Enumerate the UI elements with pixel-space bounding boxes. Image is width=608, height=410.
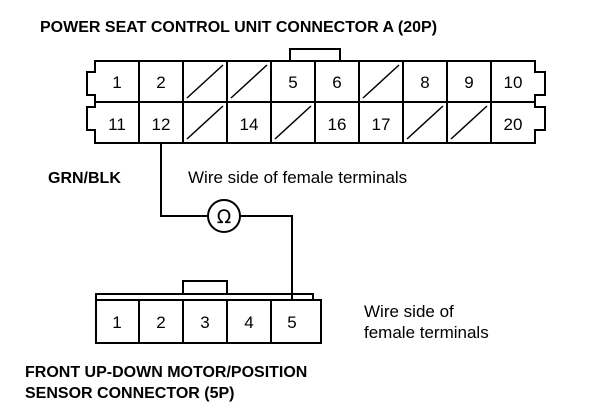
pin-label: 11: [108, 115, 126, 134]
pin-label: 5: [287, 313, 296, 332]
pin-label: 17: [372, 115, 391, 134]
pin-label: 20: [504, 115, 523, 134]
connector-b-title-line2: SENSOR CONNECTOR (5P): [25, 385, 235, 402]
pin-label: 9: [464, 73, 473, 92]
connector-a-row1: 1 2 5 6 8 9 10: [112, 73, 522, 92]
pin-label: 2: [156, 313, 165, 332]
wire-color-label: GRN/BLK: [48, 170, 121, 187]
connector-a-title: POWER SEAT CONTROL UNIT CONNECTOR A (20P…: [40, 19, 437, 36]
connector-b-lock-tab: [182, 280, 228, 295]
connector-a: 1 2 5 6 8 9 10 11 12 14 16 17 20: [86, 48, 546, 144]
connector-a-row2: 11 12 14 16 17 20: [108, 115, 522, 134]
connector-a-lock-tab: [289, 48, 341, 62]
pin-label: 10: [504, 73, 523, 92]
connector-b-housing: [95, 293, 322, 344]
pin-label: 12: [152, 115, 171, 134]
connector-b-caption-line2: female terminals: [364, 323, 489, 342]
connector-b-caption-line1: Wire side of: [364, 302, 454, 321]
pin-label: 16: [328, 115, 347, 134]
pin-label: 8: [420, 73, 429, 92]
connector-a-column-dividers: [138, 61, 492, 143]
connector-b: 1 2 3 4 5: [95, 280, 322, 344]
pin-label: 1: [112, 73, 121, 92]
pin-label: 4: [244, 313, 253, 332]
ohmmeter-symbol: Ω: [207, 199, 241, 233]
connector-b-title-line1: FRONT UP-DOWN MOTOR/POSITION: [25, 364, 307, 381]
pin-label: 5: [288, 73, 297, 92]
pin-label: 1: [112, 313, 121, 332]
connector-a-caption: Wire side of female terminals: [188, 168, 407, 187]
connector-a-housing: [86, 60, 546, 144]
pin-label: 2: [156, 73, 165, 92]
test-lead-a: [160, 143, 208, 217]
connector-a-empty-cavities: [186, 64, 488, 140]
pin-label: 14: [240, 115, 259, 134]
pin-label: 6: [332, 73, 341, 92]
ohm-symbol: Ω: [217, 206, 232, 228]
connector-b-pins: 1 2 3 4 5: [112, 313, 296, 332]
connector-b-column-dividers: [138, 300, 272, 343]
test-lead-b: [240, 215, 293, 300]
pin-label: 3: [200, 313, 209, 332]
